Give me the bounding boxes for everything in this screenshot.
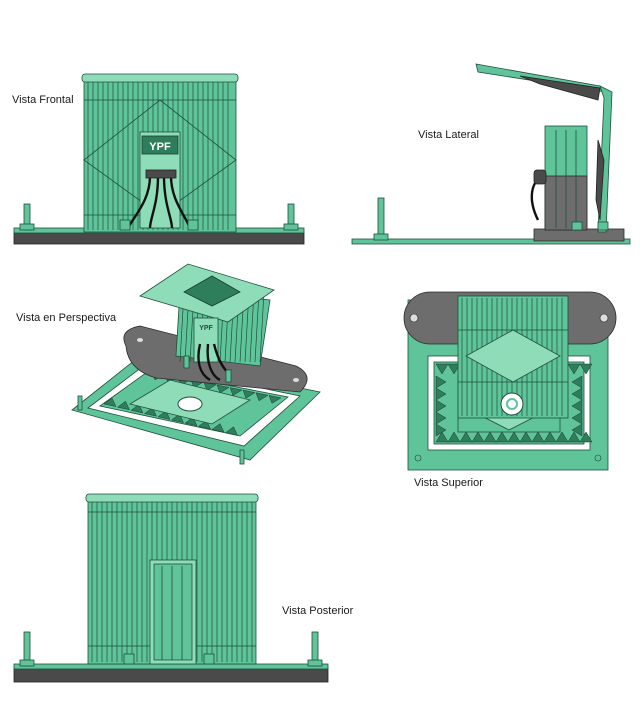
persp-roof-diamond [183, 275, 241, 307]
label-vista-posterior: Vista Posterior [282, 605, 354, 617]
persp-cable-left [197, 343, 211, 382]
side-roof-dark [519, 75, 601, 101]
rear-canopy-top-rail [85, 493, 259, 503]
side-bollard [377, 197, 385, 239]
top-view [403, 291, 617, 471]
front-charger-sign [141, 135, 179, 155]
side-view [351, 63, 631, 245]
label-vista-perspectiva: Vista en Perspectiva [16, 312, 117, 324]
label-vista-lateral: Vista Lateral [418, 129, 479, 141]
front-base-slab [13, 231, 305, 245]
rear-base-top [13, 663, 329, 670]
persp-logo-emblem [177, 396, 203, 412]
side-base-line [351, 238, 631, 245]
side-base-slab [533, 228, 625, 242]
label-vista-superior: Vista Superior [414, 477, 483, 489]
top-logo-emblem [500, 392, 524, 416]
rear-base-slab [13, 667, 329, 683]
front-ypf-logo: YPF [149, 141, 171, 153]
perspective-view: YPF [71, 263, 321, 465]
front-view: YPF [13, 73, 305, 245]
persp-ypf-logo: YPF [199, 325, 213, 332]
label-vista-frontal: Vista Frontal [12, 94, 74, 106]
side-connector [533, 169, 547, 185]
rear-view [13, 493, 329, 683]
front-canopy-top-rail [81, 73, 239, 83]
